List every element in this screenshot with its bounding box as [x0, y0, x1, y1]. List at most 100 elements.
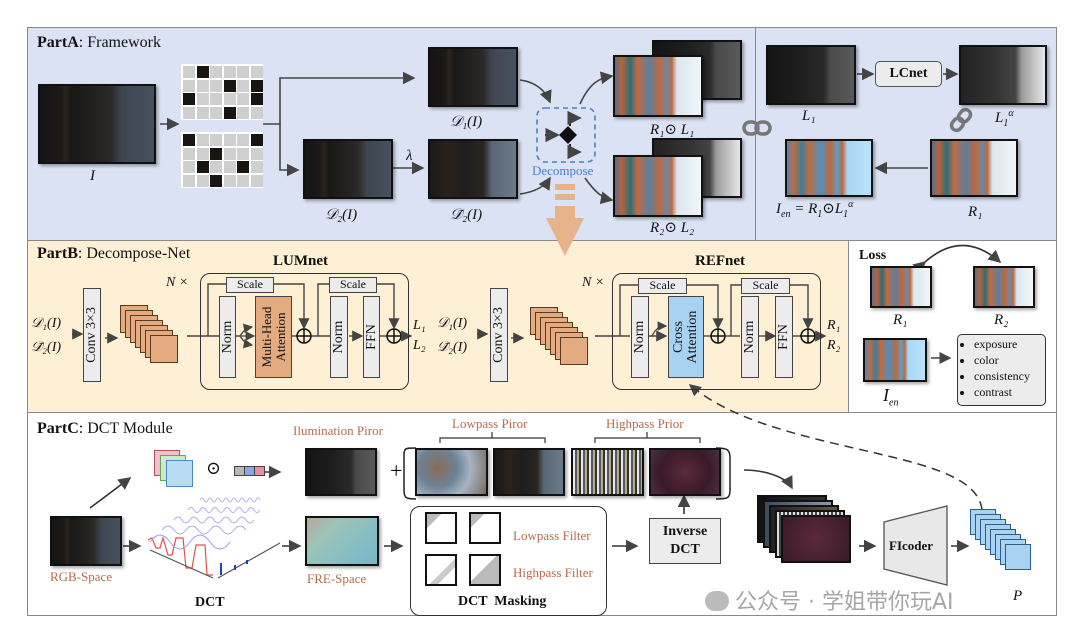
l1-image	[766, 45, 856, 105]
mask-cell	[183, 147, 195, 160]
lumnet-n-label: N ×	[166, 275, 189, 290]
odot-symbol: ⊙	[206, 458, 222, 478]
mask-cell	[223, 174, 236, 187]
p-feature-map	[1005, 544, 1031, 570]
loss-item: consistency	[974, 368, 1045, 384]
lumnet-input-1: 𝒟₁(I)	[31, 316, 62, 331]
mask-cell	[196, 161, 209, 173]
lumnet-norm-1: Norm	[219, 296, 236, 378]
lowpass-prior-image-2	[493, 448, 565, 496]
mask-cell	[250, 93, 263, 105]
dct-label: DCT	[195, 595, 225, 610]
refnet-conv: Conv 3×3	[490, 288, 508, 382]
mask-cell	[237, 147, 249, 160]
mask-cell	[237, 134, 249, 146]
mask-cell	[210, 174, 222, 187]
l1alpha-image	[959, 45, 1047, 105]
lumnet-output-2: L₂	[413, 338, 426, 353]
loss-items-box: exposurecolorconsistencycontrast	[957, 334, 1046, 406]
lowpass-filter-label: Lowpass Filter	[513, 528, 591, 543]
loss-title: Loss	[859, 248, 887, 263]
mask-cell	[183, 79, 195, 92]
mask-cell	[237, 79, 249, 92]
illumination-prior-image	[305, 448, 377, 496]
mask-cell	[223, 79, 236, 92]
mask-cell	[210, 106, 222, 119]
refnet-norm-2: Norm	[741, 296, 759, 378]
lowpass-prior-label: Lowpass Piror	[452, 416, 528, 431]
decompose-diamond-icon	[559, 126, 577, 144]
r2l2-label: R₂⊙ L₂	[650, 220, 695, 236]
d1-image	[428, 47, 518, 107]
mask-cell	[250, 106, 263, 119]
fre-space-label: FRE-Space	[307, 571, 367, 586]
lumnet-scale-2: Scale	[329, 277, 377, 293]
mask-cell	[210, 161, 222, 173]
arrow-decompose-to-r2l2	[584, 177, 614, 205]
lumnet-attention: Multi-Head Attention	[255, 296, 292, 378]
highpass-prior-bracket	[594, 432, 701, 443]
dct-masking-label: DCT Masking	[458, 594, 547, 609]
ficoder-label: FIcoder	[889, 538, 934, 553]
refnet-ffn: FFN	[775, 296, 793, 378]
link-icon-right	[949, 107, 973, 133]
down-arrow-dash-2	[555, 194, 575, 200]
lumnet-norm-2: Norm	[330, 296, 348, 378]
mask-cell	[183, 93, 195, 105]
down-arrow-head	[546, 206, 584, 256]
lumnet-block	[200, 273, 409, 390]
mask-cell	[223, 106, 236, 119]
lumnet-scale-1: Scale	[226, 277, 274, 293]
mask-cell	[196, 106, 209, 119]
mask-cell	[210, 79, 222, 92]
wechat-icon	[705, 591, 729, 611]
part-a-title: PartA: Framework	[37, 34, 161, 51]
feature-map	[560, 337, 588, 365]
down-arrow-dash-1	[555, 184, 575, 190]
decompose-box	[536, 107, 596, 163]
l1-label: L₁	[802, 108, 816, 124]
right-paren	[715, 447, 731, 500]
mask-cell	[250, 161, 263, 173]
refnet-input-2: 𝒟̄₂(I)	[437, 340, 468, 355]
arrow-d1-to-decompose	[519, 79, 552, 104]
l1alpha-label: L1α	[995, 108, 1014, 129]
feature-map	[150, 335, 178, 363]
mask-cell	[210, 147, 222, 160]
input-label: I	[90, 168, 95, 184]
left-paren	[403, 447, 417, 500]
r1-label: R₁	[968, 204, 983, 220]
arrow-decompose-to-r1l1	[579, 71, 614, 105]
mask-cell	[250, 79, 263, 92]
lumnet-ffn: FFN	[363, 296, 380, 378]
mask-cell	[210, 134, 222, 146]
mask-cell	[183, 106, 195, 119]
mask-cell	[223, 134, 236, 146]
link-icon-left	[742, 120, 772, 136]
inverse-dct-label-2: DCT	[670, 542, 700, 557]
refnet-output-1: R₁	[827, 318, 841, 333]
arrow-split-down	[279, 124, 300, 177]
lowpass-mask-1	[425, 512, 457, 544]
lumnet-title: LUMnet	[273, 253, 328, 269]
lumnet-input-2: 𝒟̄₂(I)	[31, 340, 62, 355]
r1l1-label: R₁⊙ L₁	[650, 122, 695, 138]
fre-space-image	[305, 516, 379, 566]
illumination-prior-label: Ilumination Piror	[293, 423, 383, 438]
mask-cell	[183, 174, 195, 187]
r2-front-image	[613, 155, 703, 217]
lowpass-prior-bracket	[439, 432, 546, 443]
refnet-scale-1: Scale	[638, 278, 687, 294]
lambda-label: λ	[406, 148, 413, 164]
refnet-n-label: N ×	[582, 275, 605, 290]
loss-r1-image	[870, 266, 932, 308]
refnet-scale-2: Scale	[741, 278, 790, 294]
mask-cell	[196, 134, 209, 146]
d1-label: 𝒟₁(I)	[450, 114, 483, 130]
d2bar-label: 𝒟̄₂(I)	[450, 207, 483, 223]
plus-symbol: +	[390, 458, 403, 483]
refnet-norm-1: Norm	[631, 296, 649, 378]
r1-image	[930, 139, 1018, 197]
loss-item: exposure	[974, 336, 1045, 352]
dashed-prior-arrow	[688, 384, 983, 511]
